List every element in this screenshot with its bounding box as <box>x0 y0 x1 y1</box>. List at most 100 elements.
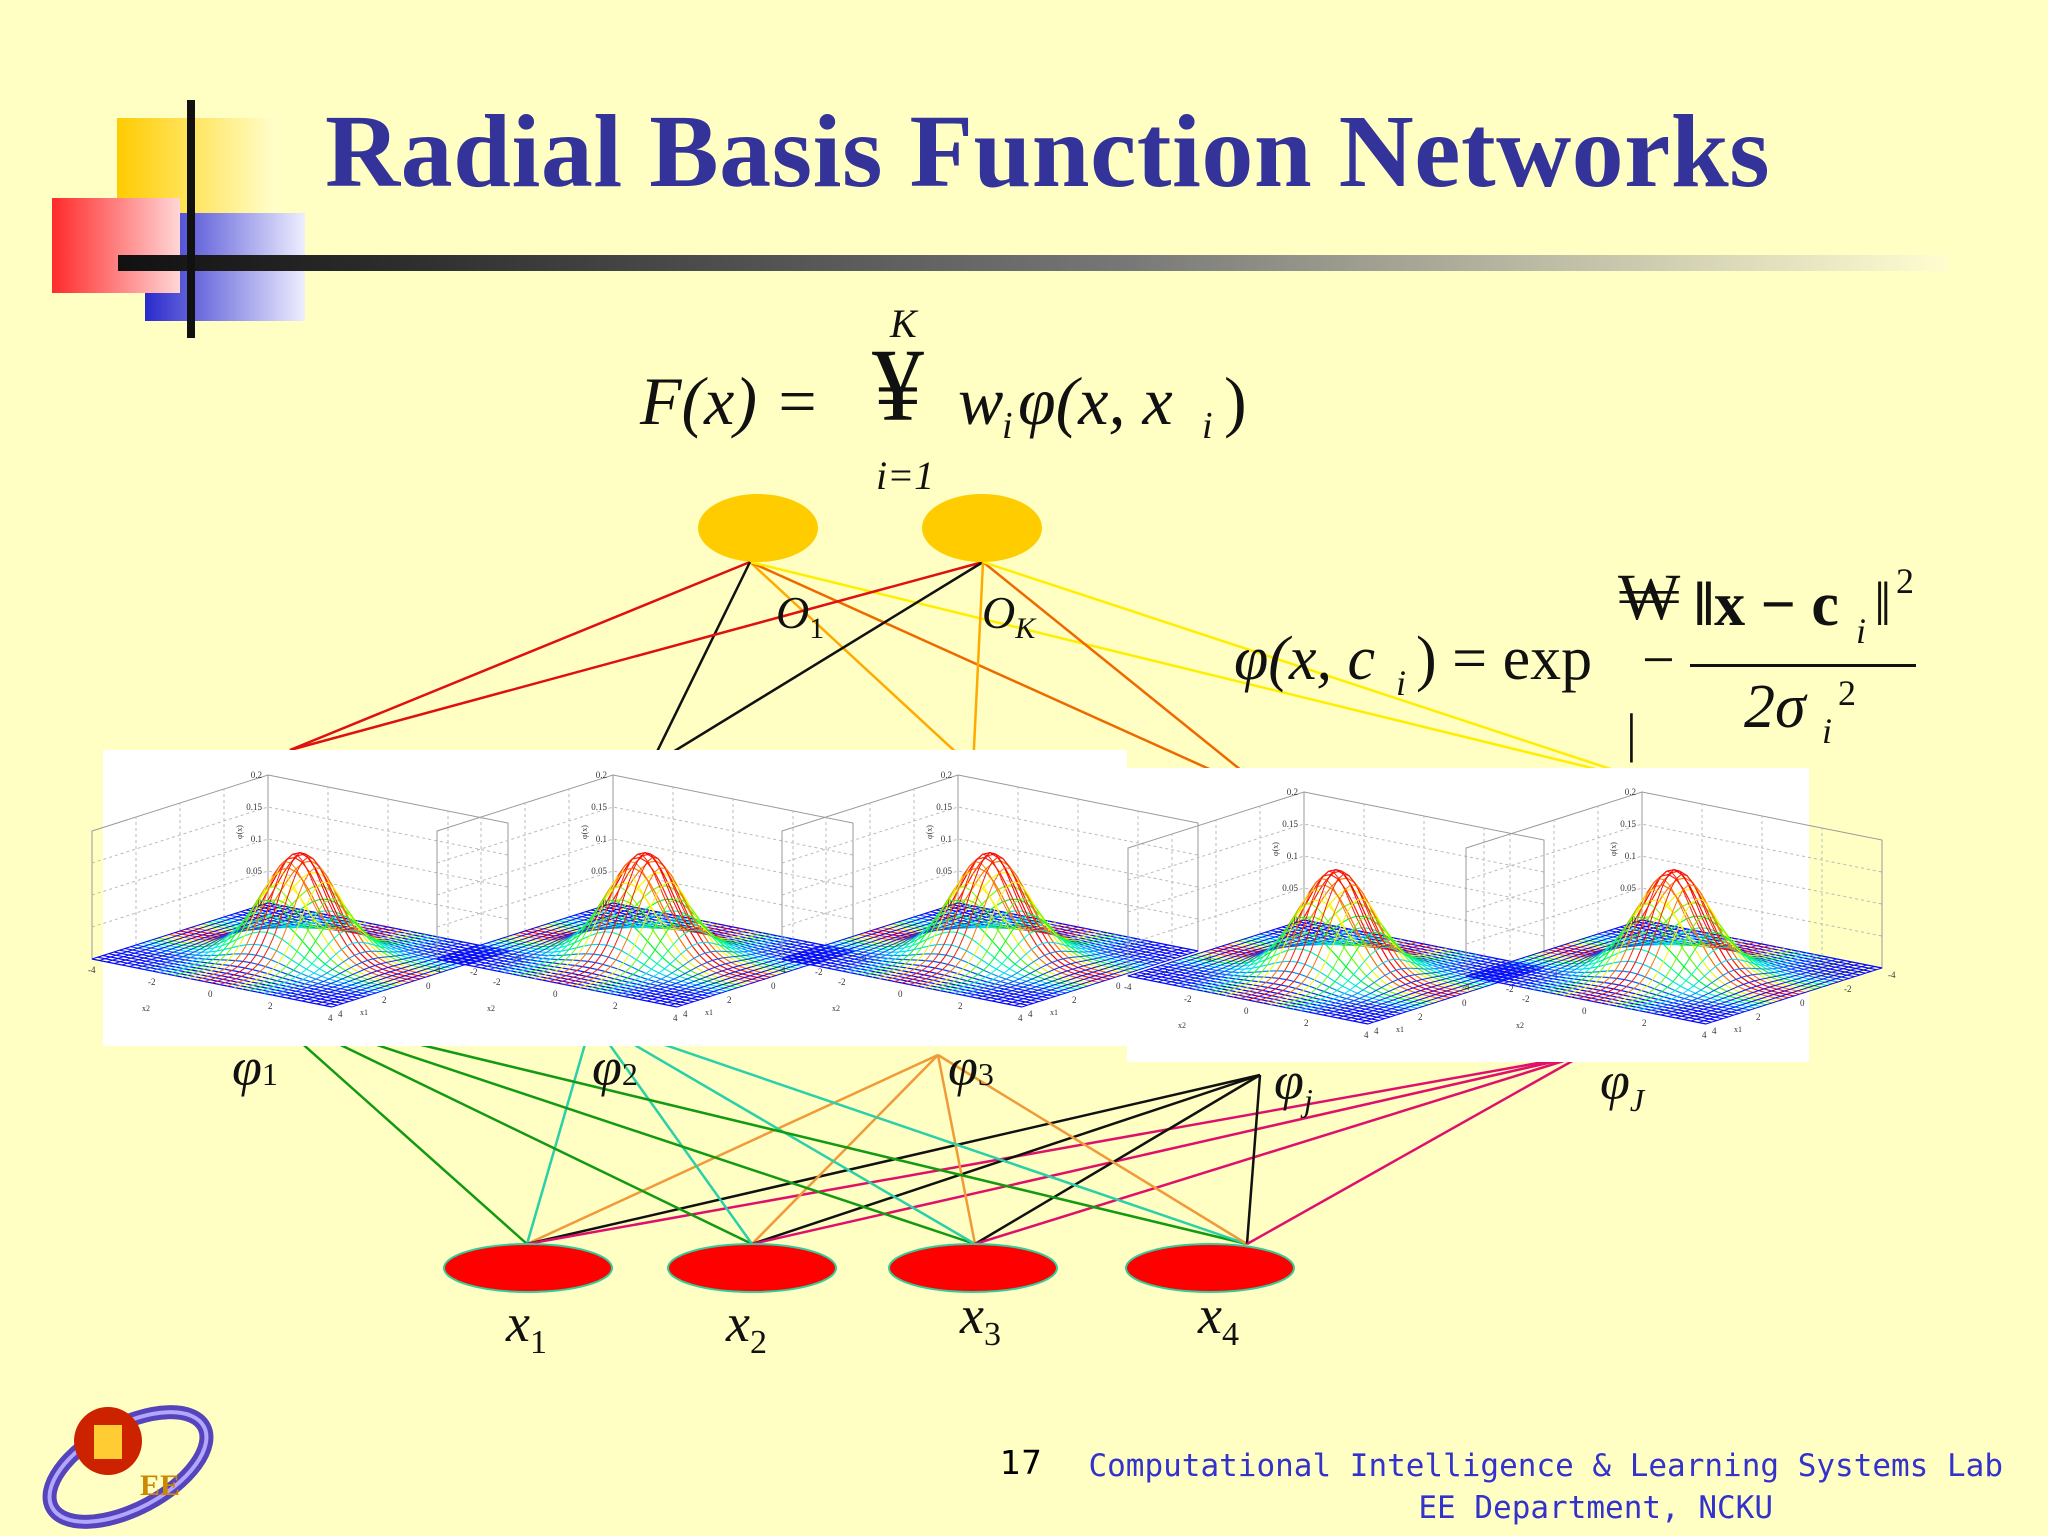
x2-tick-label: 0 <box>771 981 776 991</box>
x2-axis-label: x2 <box>487 1004 495 1013</box>
plot-grid-line <box>1127 855 1545 913</box>
surface-mesh-line <box>114 907 291 964</box>
surface-mesh-line <box>1645 955 1823 1013</box>
surface-mesh-line <box>459 907 636 964</box>
surface-mesh-line <box>1668 960 1845 1017</box>
phi-subscript: i <box>1202 405 1213 447</box>
x1-tick-label: 0 <box>208 989 213 999</box>
deco-horizontal-bar <box>118 255 1948 271</box>
surface-mesh-line <box>931 898 1109 990</box>
slide-title: Radial Basis Function Networks <box>325 94 1771 209</box>
edge-x4-phi3 <box>937 1053 1248 1246</box>
input-label-x4: x4 <box>1198 1284 1239 1353</box>
input-node-x1 <box>443 1243 613 1293</box>
x1-tick-label: -4 <box>88 965 96 975</box>
x1-tick-label: -2 <box>148 977 156 987</box>
z-tick-label: 0.05 <box>936 866 952 876</box>
x1-tick-label: 0 <box>553 989 558 999</box>
z-tick-label: 0.15 <box>246 802 262 812</box>
input-label-x3: x3 <box>960 1284 1001 1353</box>
plot-grid-line <box>1127 823 1545 881</box>
formula-close-paren: ) <box>1224 363 1247 439</box>
input-label-x4-main: x <box>1198 1285 1222 1345</box>
surface-mesh-line <box>481 911 659 969</box>
plot-grid-line <box>1465 887 1883 945</box>
x1-tick-label: 0 <box>1582 1006 1587 1016</box>
z-axis-label: φ(x) <box>235 825 244 839</box>
surface-mesh-line <box>1653 957 1830 1014</box>
surface-mesh-line <box>1322 958 1500 1016</box>
x1-tick-label: -4 <box>1124 982 1132 992</box>
logo-emblem-core <box>94 1425 122 1459</box>
edge-x3-phi3 <box>936 1054 977 1245</box>
surface-mesh-line <box>864 899 1041 976</box>
surface-mesh-line <box>1600 884 1778 1004</box>
hidden-label-phij-sub: j <box>1303 1082 1313 1118</box>
edge-x2-phi3 <box>751 1054 939 1245</box>
surface-mesh-line <box>579 881 756 988</box>
x1-tick-label: -2 <box>493 977 501 987</box>
surface-mesh-line <box>654 946 831 1003</box>
surface-mesh-line <box>676 950 854 1008</box>
z-tick-label: 0 <box>603 898 608 908</box>
z-tick-label: 0.1 <box>1287 851 1298 861</box>
kernel-lhs-close: ) = exp <box>1416 625 1593 693</box>
kernel-denominator-exp: 2 <box>1838 673 1856 713</box>
x2-tick-label: 2 <box>1418 1012 1423 1022</box>
hidden-label-phij: φj <box>1274 1050 1313 1118</box>
z-tick-label: 0.1 <box>941 834 952 844</box>
sum-symbol: ¥ <box>872 328 924 443</box>
surface-mesh-line <box>999 946 1176 1003</box>
x1-tick-label: 2 <box>1642 1018 1647 1028</box>
x1-tick-label: 2 <box>958 1001 963 1011</box>
surface-mesh-line <box>226 867 404 987</box>
kernel-numerator-sub: i <box>1856 611 1867 651</box>
x2-tick-label: 2 <box>1072 995 1077 1005</box>
surface-mesh-line <box>301 944 479 1002</box>
x1-tick-label: -2 <box>838 977 846 987</box>
output-formula: F(x) = K ¥ i=1 w i φ(x, x i ) <box>640 300 1260 500</box>
x1-tick-label: 0 <box>1244 1006 1249 1016</box>
edge-ok-phiJ <box>982 560 1654 785</box>
x2-tick-label: 4 <box>683 1009 688 1019</box>
surface-mesh-line <box>781 902 959 960</box>
output-node-ok <box>922 494 1042 562</box>
hidden-label-phi3: φ3 <box>948 1036 994 1098</box>
x2-tick-label: 4 <box>1028 1009 1033 1019</box>
surface-mesh-line <box>1021 950 1199 1008</box>
z-tick-label: 0 <box>1294 915 1299 925</box>
hidden-label-phi1: φ1 <box>232 1036 278 1098</box>
edge-x2-phi2 <box>590 1019 754 1245</box>
sum-lower-limit: i=1 <box>876 453 935 498</box>
surface-mesh-line <box>586 898 764 990</box>
surface-mesh-line <box>1660 958 1838 1016</box>
surface-mesh-line <box>271 938 449 996</box>
surface-mesh-line <box>1615 915 1793 1007</box>
hidden-label-phiJ-sub: J <box>1629 1082 1645 1118</box>
formula-lhs: F(x) = <box>640 363 820 439</box>
z-tick-label: 0.05 <box>591 866 607 876</box>
kernel-denominator-sub: i <box>1822 711 1833 751</box>
surface-mesh-line <box>939 914 1116 991</box>
x1-tick-label: 4 <box>673 1013 678 1023</box>
surface-mesh-line <box>1495 925 1673 983</box>
z-axis-label: φ(x) <box>1271 842 1280 856</box>
ee-logo: EE <box>42 1405 214 1529</box>
output-label-ok-sub: K <box>1015 612 1036 645</box>
x2-tick-label: 4 <box>338 1009 343 1019</box>
z-tick-label: 0.05 <box>1282 883 1298 893</box>
surface-mesh-line <box>1698 966 1875 1023</box>
surface-mesh-line <box>646 944 824 1002</box>
surface-mesh-line <box>324 949 501 1006</box>
z-tick-label: 0.15 <box>1620 819 1636 829</box>
surface-mesh-line <box>316 947 494 1005</box>
hidden-label-phi3-main: φ <box>948 1037 978 1097</box>
surface-mesh-line <box>1262 884 1440 1004</box>
surface-mesh-line <box>286 941 464 999</box>
kernel-bracket-top: ₩ <box>1618 561 1681 634</box>
x2-tick-label: 0 <box>1462 998 1467 1008</box>
surface-mesh-line <box>601 929 779 993</box>
input-node-x2 <box>667 1243 837 1293</box>
